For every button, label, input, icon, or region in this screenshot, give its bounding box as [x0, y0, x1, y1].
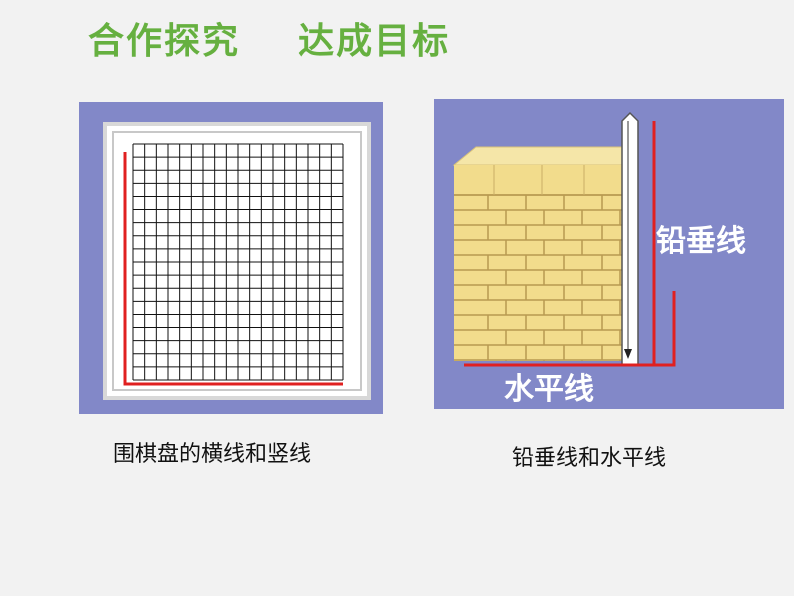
- slide-title: 合作探究 达成目标: [88, 21, 451, 62]
- wall-top: [452, 146, 629, 166]
- plumb-bob: [624, 349, 632, 359]
- horizontal-red-line: [464, 291, 676, 367]
- left-caption: 围棋盘的横线和竖线: [113, 442, 312, 467]
- horizontal-line-label: 水平线: [504, 372, 594, 407]
- plumb-board: [621, 111, 639, 366]
- vertical-line-label: 铅垂线: [656, 224, 746, 259]
- brick-wall: [454, 165, 628, 361]
- right-caption: 铅垂线和水平线: [512, 446, 667, 471]
- wall-figure: 铅垂线 水平线: [434, 99, 784, 409]
- wall-face: [454, 165, 628, 361]
- go-board-illustration: [103, 122, 371, 400]
- red-corner-lines: [123, 152, 343, 386]
- go-board-figure: [79, 102, 383, 414]
- board-grid: [132, 143, 344, 381]
- wall-illustration: 铅垂线 水平线: [452, 111, 746, 407]
